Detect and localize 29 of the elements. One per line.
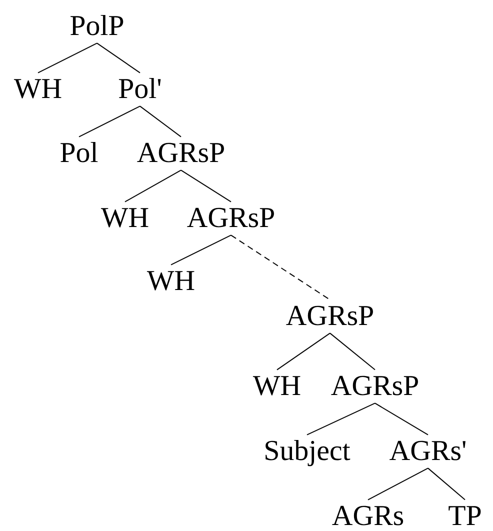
tree-branch bbox=[428, 468, 466, 500]
category-label: AGRs' bbox=[390, 440, 466, 460]
category-label: AGRs bbox=[332, 506, 404, 526]
category-label: AGRsP bbox=[137, 142, 224, 162]
category-label: Pol' bbox=[118, 78, 161, 98]
tree-branch bbox=[276, 332, 330, 370]
tree-branch bbox=[368, 468, 428, 500]
category-label: AGRsP bbox=[331, 376, 418, 396]
category-label: TP bbox=[448, 506, 481, 525]
tree-branch bbox=[306, 402, 376, 436]
tree-branch bbox=[124, 170, 182, 202]
tree-branch bbox=[230, 234, 330, 300]
tree-branch bbox=[38, 42, 98, 74]
category-label: WH bbox=[146, 271, 194, 290]
category-label: AGRsP bbox=[286, 306, 373, 326]
category-label: WH bbox=[252, 376, 300, 396]
category-label: Subject bbox=[266, 440, 350, 466]
tree-branch bbox=[374, 402, 428, 436]
tree-branch bbox=[140, 106, 182, 138]
category-label: Pol bbox=[60, 142, 98, 162]
tree-branch bbox=[170, 234, 232, 266]
tree-branch bbox=[96, 42, 140, 74]
category-label: PolP bbox=[70, 14, 124, 36]
category-label: AGRsP bbox=[187, 208, 274, 228]
tree-branch bbox=[180, 170, 232, 202]
category-label: WH bbox=[100, 208, 148, 228]
category-label: WH bbox=[14, 79, 62, 98]
tree-branch bbox=[330, 332, 376, 370]
tree-branch bbox=[78, 106, 140, 138]
